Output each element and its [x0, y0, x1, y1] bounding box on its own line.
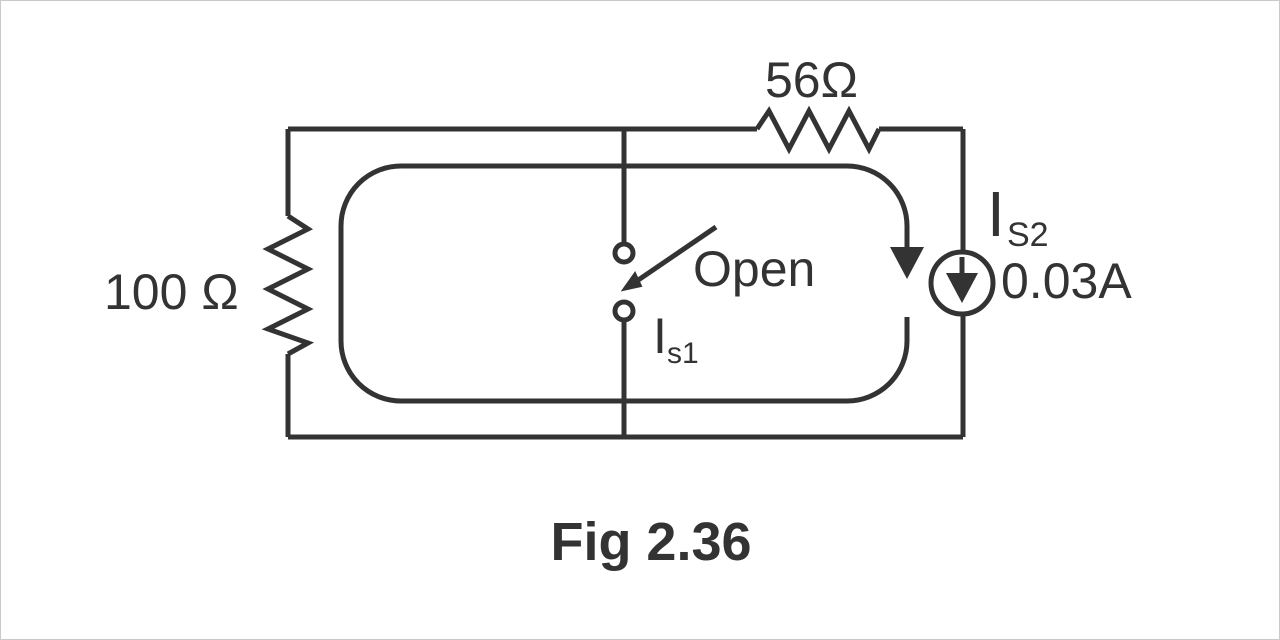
resistor-100-ohm — [261, 213, 315, 357]
source1-label-main: I — [653, 308, 667, 364]
loop-current-path — [338, 163, 910, 404]
source2-label-main: I — [987, 178, 1005, 250]
resistor-56-ohm — [754, 105, 882, 155]
resistor-top-label: 56Ω — [765, 52, 858, 108]
switch-arrowhead — [620, 271, 643, 292]
current-source-arrow-icon — [946, 273, 978, 303]
switch-terminal-top — [612, 241, 636, 265]
switch-blade — [629, 224, 718, 288]
source1-label-sub: s1 — [667, 337, 699, 370]
figure-caption: Fig 2.36 — [550, 512, 752, 572]
resistor-left-label: 100 Ω — [104, 264, 239, 320]
loop-arrow-icon — [890, 247, 924, 279]
source2-value: 0.03A — [1001, 253, 1132, 309]
switch-terminal-bottom — [612, 299, 636, 323]
switch-label: Open — [693, 241, 815, 297]
source2-label-sub: S2 — [1007, 216, 1049, 254]
